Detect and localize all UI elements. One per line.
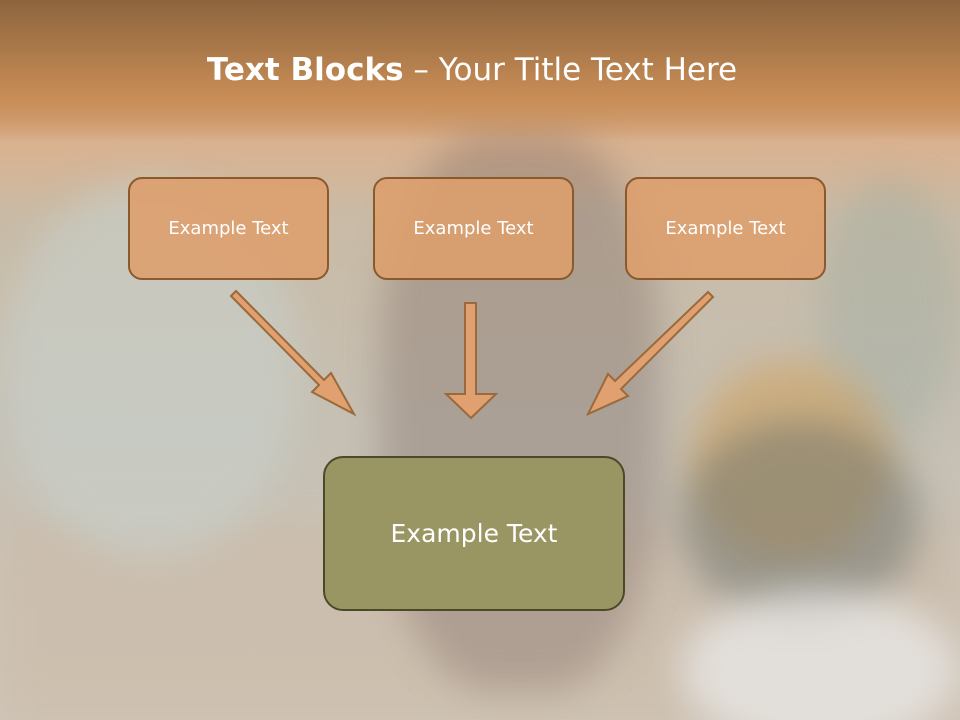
main-text-block-label: Example Text <box>390 519 558 548</box>
title-bold: Text Blocks <box>206 52 404 88</box>
text-block-1-label: Example Text <box>168 218 289 239</box>
main-text-block[interactable]: Example Text <box>323 456 625 611</box>
header-band <box>0 0 960 140</box>
arrow-left <box>229 289 357 417</box>
arrow-center <box>443 302 499 420</box>
text-block-2-label: Example Text <box>413 218 534 239</box>
text-block-1[interactable]: Example Text <box>128 177 329 280</box>
arrow-right <box>585 290 715 417</box>
title-rest: Your Title Text Here <box>438 52 738 88</box>
text-block-3-label: Example Text <box>665 218 786 239</box>
title-dash: – <box>403 52 439 88</box>
text-block-2[interactable]: Example Text <box>373 177 574 280</box>
slide-title[interactable]: Text Blocks – Your Title Text Here <box>0 52 944 88</box>
text-block-3[interactable]: Example Text <box>625 177 826 280</box>
